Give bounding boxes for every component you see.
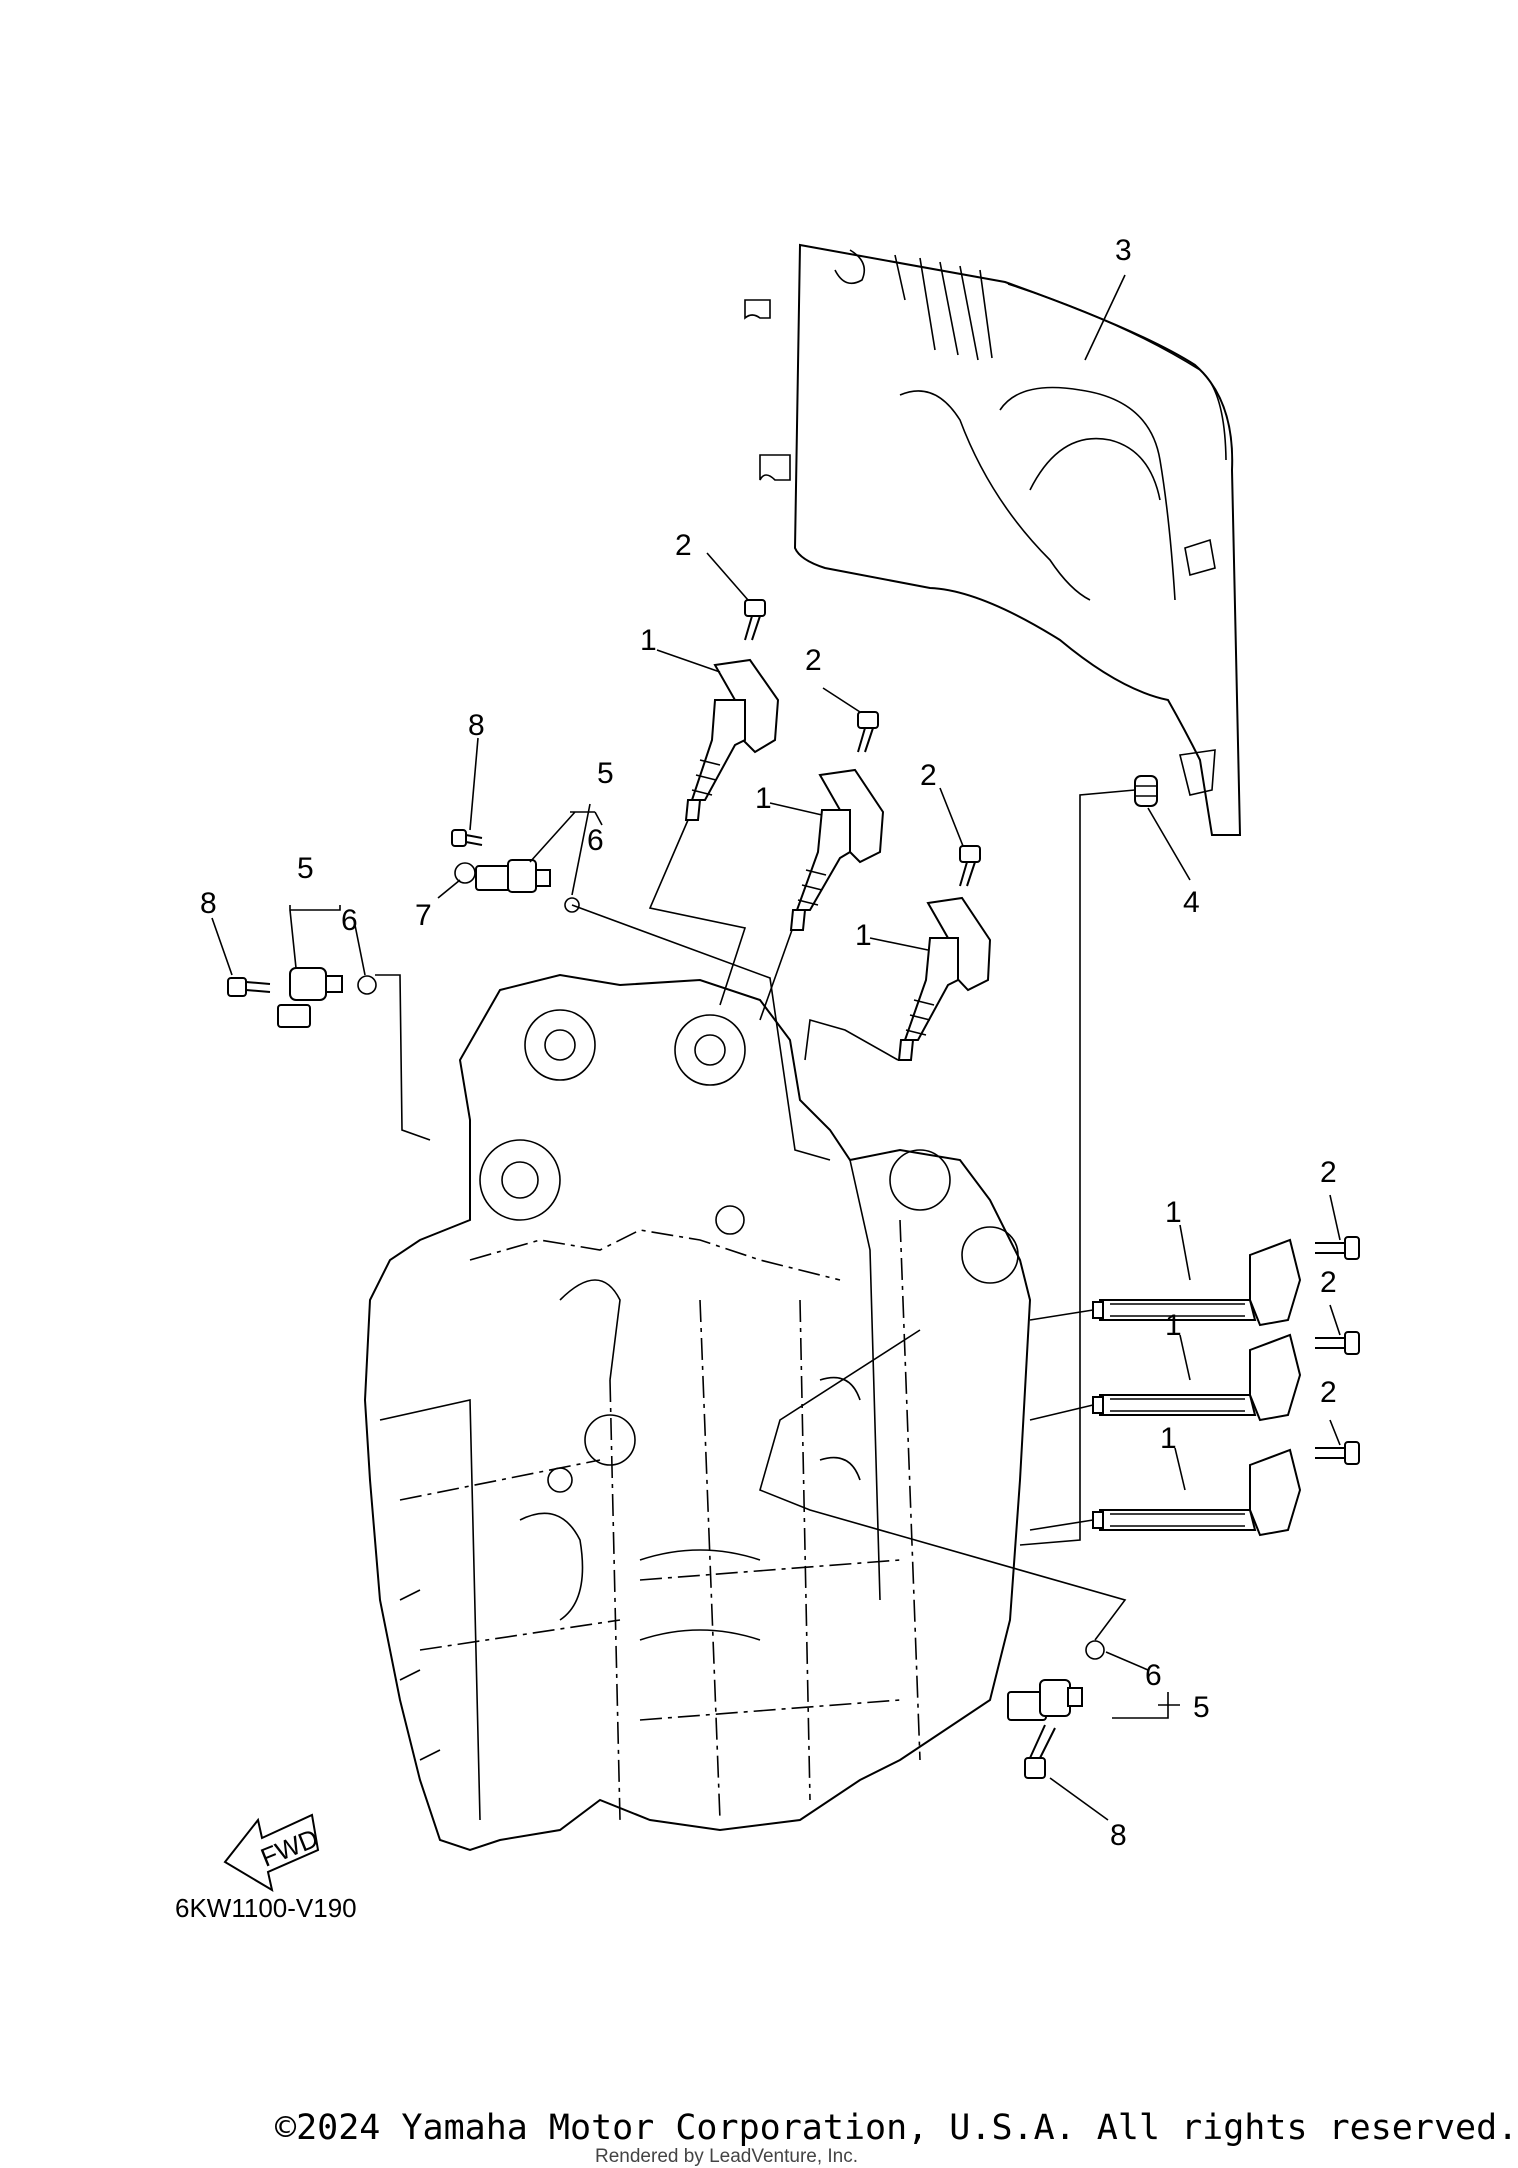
callout-2: 2	[1320, 1376, 1337, 1409]
copyright-notice: ©2024 Yamaha Motor Corporation, U.S.A. A…	[275, 2108, 1518, 2148]
ignition-coil-side-2	[1092, 1333, 1302, 1422]
sensor-left	[227, 967, 377, 1028]
ignition-coil-top-2	[789, 768, 885, 931]
callout-2: 2	[920, 759, 937, 792]
callout-2: 2	[1320, 1266, 1337, 1299]
callout-1: 1	[1165, 1309, 1182, 1342]
callout-6: 6	[1145, 1659, 1162, 1692]
callout-2: 2	[805, 644, 822, 677]
leader-lines	[211, 274, 1341, 1821]
callout-2: 2	[1320, 1156, 1337, 1189]
callout-labels: 1 1 1 1 1 1 2 2 2 2 2 2 3 4 5 5 5 6 6 6 …	[200, 234, 1337, 1852]
callout-2: 2	[675, 529, 692, 562]
callout-1: 1	[755, 782, 772, 815]
callout-1: 1	[1160, 1422, 1177, 1455]
callout-3: 3	[1115, 234, 1132, 267]
sensor-upper	[451, 829, 580, 913]
callout-8: 8	[200, 887, 217, 920]
callout-8: 8	[468, 709, 485, 742]
callout-6: 6	[587, 824, 604, 857]
bolt-top-1	[744, 599, 766, 641]
ignition-coil-side-1	[1092, 1238, 1302, 1327]
fwd-arrow-icon: FWD	[223, 1813, 322, 1893]
cylinder-head-cover	[744, 243, 1242, 836]
bolt-top-2	[857, 711, 879, 753]
ignition-coil-top-3	[897, 896, 992, 1061]
callout-1: 1	[1165, 1196, 1182, 1229]
callout-5: 5	[597, 757, 614, 790]
callout-5: 5	[297, 852, 314, 885]
grommet-part	[1134, 775, 1158, 807]
ignition-coil-side-3	[1092, 1448, 1302, 1537]
callout-4: 4	[1183, 886, 1200, 919]
callout-5: 5	[1193, 1691, 1210, 1724]
bolt-side-3	[1315, 1441, 1360, 1465]
callout-1: 1	[855, 919, 872, 952]
sensor-lower	[1007, 1640, 1105, 1779]
bolt-side-1	[1315, 1236, 1360, 1260]
rendered-by-notice: Rendered by LeadVenture, Inc.	[595, 2146, 859, 2167]
callout-8: 8	[1110, 1819, 1127, 1852]
callout-6: 6	[341, 904, 358, 937]
bolt-top-3	[959, 845, 981, 887]
engine-block	[363, 973, 1032, 1852]
callout-1: 1	[640, 624, 657, 657]
callout-7: 7	[415, 899, 432, 932]
bolt-side-2	[1315, 1331, 1360, 1355]
ignition-coil-top-1	[684, 658, 780, 821]
diagram-code: 6KW1100-V190	[175, 1893, 357, 1923]
